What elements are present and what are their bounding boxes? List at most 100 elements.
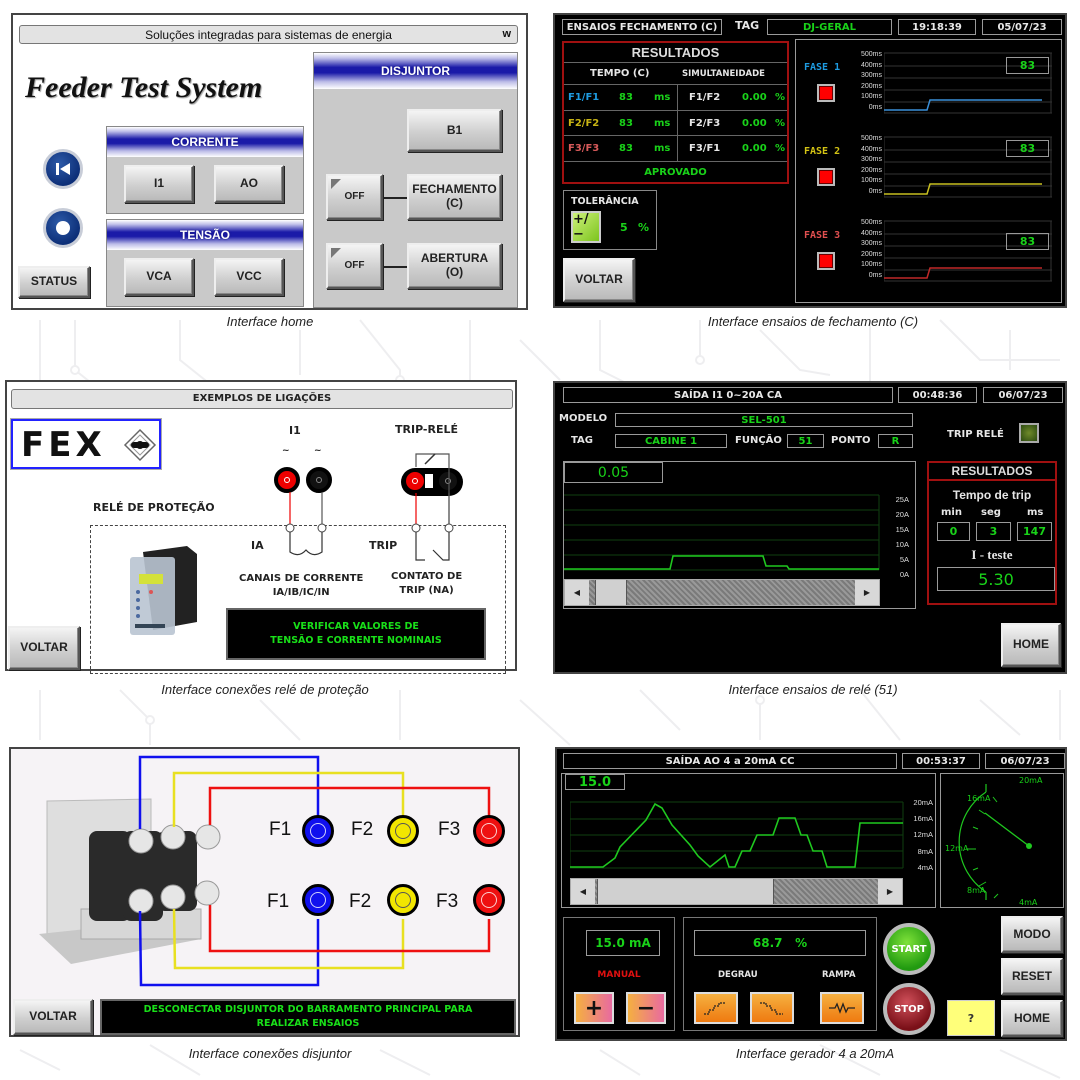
resultados-panel: RESULTADOS Tempo de trip min seg ms 0 3 … (927, 461, 1057, 605)
scroll-thumb[interactable] (595, 580, 627, 605)
f1-top-label: F1 (269, 819, 292, 840)
gerador-screen: SAÍDA AO 4 a 20mA CC 00:53:37 06/07/23 1… (555, 747, 1067, 1041)
manual-value-display: 15.0 mA (586, 930, 660, 956)
decrement-button[interactable]: − (626, 992, 666, 1024)
scroll-left-icon[interactable]: ◀ (571, 879, 595, 904)
chart-scrollbar[interactable]: ◀ ▶ (570, 878, 903, 905)
vcc-button[interactable]: VCC (214, 258, 284, 296)
connector-line (383, 197, 408, 199)
resultados-table: RESULTADOS TEMPO (C) SIMULTANEIDADE F1/F… (562, 41, 789, 184)
status-button[interactable]: STATUS (18, 266, 90, 298)
breaker-wiring-diagram (39, 755, 491, 987)
manual-unit: mA (629, 936, 651, 950)
i1-button[interactable]: I1 (124, 165, 194, 203)
tempo-unit: ms (654, 117, 671, 129)
output-gauge (958, 784, 1032, 900)
rele-ensaio-screen: SAÍDA I1 0~20A CA 00:48:36 06/07/23 MODE… (553, 381, 1067, 674)
caption-disjuntor-conexoes: Interface conexões disjuntor (188, 1046, 352, 1061)
increment-button[interactable]: + (574, 992, 614, 1024)
trip-gap (425, 474, 433, 488)
gauge-tick-20: 20mA (1019, 776, 1043, 785)
fechamento-button[interactable]: FECHAMENTO (C) (407, 174, 502, 220)
tempo-unit: ms (654, 143, 671, 154)
start-button[interactable]: START (883, 923, 935, 975)
current-trend-chart (564, 494, 880, 571)
scroll-right-icon[interactable]: ▶ (878, 879, 902, 904)
clock-time: 00:48:36 (898, 387, 977, 403)
wiring-diagram (285, 453, 454, 561)
i1-terminal-black (306, 467, 332, 493)
chart-scrollbar[interactable]: ◀ ▶ (564, 579, 880, 606)
ramp-button[interactable] (820, 992, 864, 1024)
scroll-thumb[interactable] (597, 879, 774, 904)
home-button[interactable]: HOME (1001, 1000, 1063, 1037)
voltar-button[interactable]: VOLTAR (8, 626, 80, 670)
percent-display: 68.7 % (694, 930, 866, 956)
vca-button[interactable]: VCA (124, 258, 194, 296)
abertura-button[interactable]: ABERTURA (O) (407, 243, 502, 289)
plus-minus-icon[interactable]: +/− (571, 211, 601, 243)
abertura-label: ABERTURA (420, 251, 489, 266)
step-up-button[interactable] (694, 992, 738, 1024)
modo-button[interactable]: MODO (1001, 916, 1063, 953)
abertura-code: (O) (445, 265, 464, 279)
fase2-indicator (817, 168, 835, 186)
fase-label: F3/F3 (568, 143, 600, 154)
current-readout: 0.05 (564, 462, 663, 483)
caption-rele-ensaio: Interface ensaios de relé (51) (728, 682, 898, 697)
disjuntor-header: DISJUNTOR (314, 53, 517, 89)
tolerancia-value: 5 (620, 221, 628, 234)
disjuntor-group: DISJUNTOR B1 OFF FECHAMENTO (C) OFF ABER… (313, 52, 518, 308)
f3-top-terminal (473, 815, 505, 847)
rele-conexoes-screen: EXEMPLOS DE LIGAÇÕES FEX I1 TRIP-RELÉ ~ … (5, 380, 517, 674)
voltar-button[interactable]: VOLTAR (13, 999, 93, 1035)
fechamento-toggle[interactable]: OFF (326, 174, 383, 220)
manual-value: 15.0 (595, 936, 625, 950)
back-nav-button[interactable] (43, 149, 83, 189)
trip-seg-value: 3 (976, 522, 1011, 541)
tolerancia-unit: % (638, 221, 650, 234)
step-down-button[interactable] (750, 992, 794, 1024)
gauge-tick-12: 12mA (945, 844, 969, 853)
scroll-right-icon[interactable]: ▶ (855, 580, 879, 605)
tolerancia-box: TOLERÂNCIA +/− 5 % (563, 190, 657, 250)
header-text: EXEMPLOS DE LIGAÇÕES (192, 393, 332, 404)
min-label: min (941, 507, 962, 518)
clock-time: 19:18:39 (898, 19, 976, 35)
help-button[interactable]: ? (947, 1000, 995, 1036)
i1-label: I1 (289, 424, 301, 437)
fechamento-label: FECHAMENTO (412, 182, 497, 197)
stop-button[interactable]: STOP (883, 983, 935, 1035)
simult-value: 0.00 (742, 117, 767, 129)
tensao-header: TENSÃO (107, 220, 303, 250)
b1-button[interactable]: B1 (407, 109, 502, 152)
column-divider (677, 85, 678, 161)
f2-bottom-terminal (387, 884, 419, 916)
voltar-button[interactable]: VOLTAR (563, 258, 635, 302)
fase3-label: FASE 3 (804, 230, 841, 241)
clock-date: 05/07/23 (982, 19, 1062, 35)
ia-label: IA (251, 539, 264, 552)
tag-value: DJ-GERAL (767, 19, 892, 35)
col-tempo: TEMPO (C) (590, 68, 650, 79)
fase3-chart (884, 220, 1052, 282)
pair-label: F3/F1 (689, 143, 721, 154)
record-nav-button[interactable] (43, 208, 83, 248)
home-button[interactable]: HOME (1001, 623, 1061, 667)
seg-label: seg (981, 507, 1001, 518)
abertura-toggle[interactable]: OFF (326, 243, 383, 289)
reset-button[interactable]: RESET (1001, 958, 1063, 995)
scroll-left-icon[interactable]: ◀ (565, 580, 589, 605)
ao-button[interactable]: AO (214, 165, 284, 203)
tag-value: CABINE 1 (615, 434, 727, 448)
output-gauge-panel: 20mA 16mA 12mA 8mA 4mA (940, 773, 1064, 908)
step-down-icon (760, 1002, 783, 1015)
